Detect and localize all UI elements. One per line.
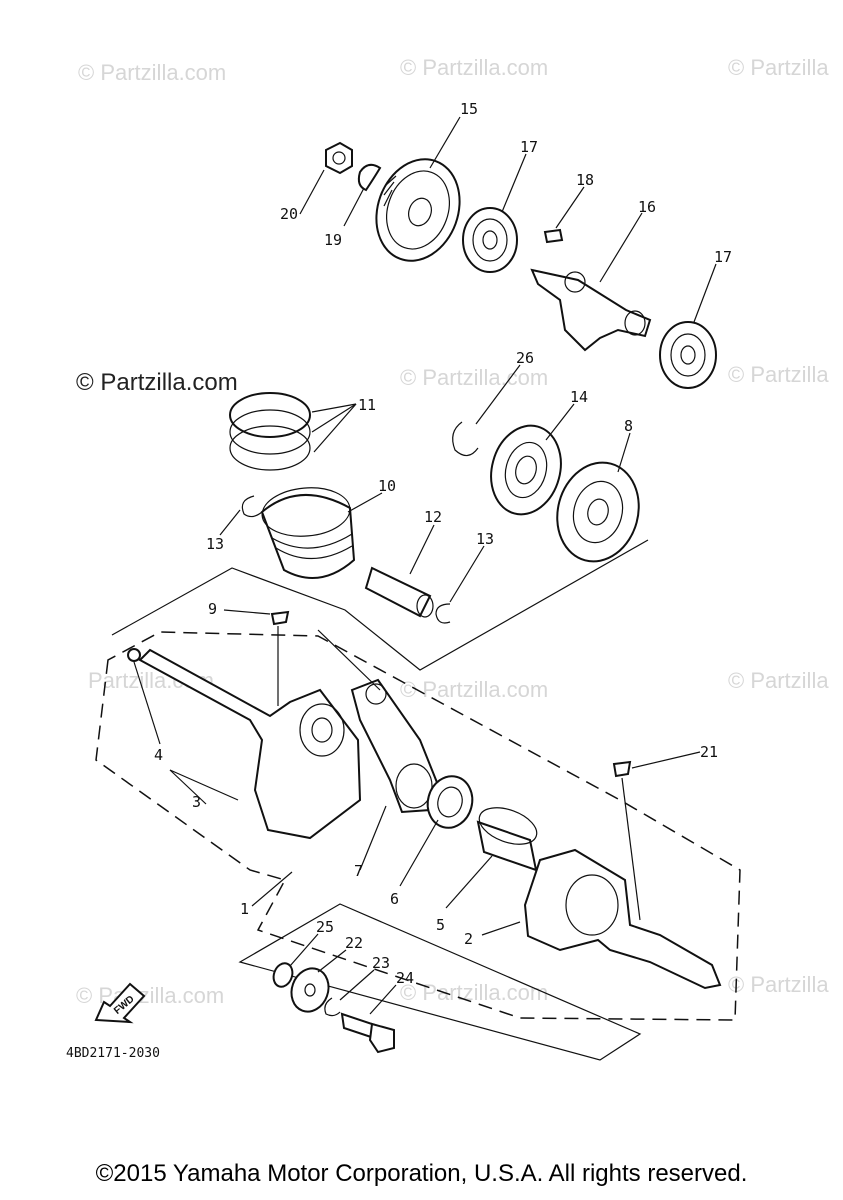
callout-16[interactable]: 16 <box>638 198 656 216</box>
callout-22[interactable]: 22 <box>345 934 363 952</box>
callout-21[interactable]: 21 <box>700 743 718 761</box>
o-ring-25[interactable] <box>270 961 295 990</box>
callout-11[interactable]: 11 <box>358 396 376 414</box>
callout-25[interactable]: 25 <box>316 918 334 936</box>
callout-15[interactable]: 15 <box>460 100 478 118</box>
callout-7[interactable]: 7 <box>354 862 363 880</box>
callout-17[interactable]: 17 <box>520 138 538 156</box>
leader-lines <box>133 116 717 1015</box>
nut-20[interactable] <box>325 141 353 175</box>
circlip-13-left[interactable] <box>241 495 263 518</box>
watermark: © Partzilla <box>728 55 829 80</box>
watermark: © Partzilla.com <box>400 677 548 702</box>
watermark: © Partzilla.com <box>400 980 548 1005</box>
callout-5[interactable]: 5 <box>436 916 445 934</box>
diagram-code: 4BD2171-2030 <box>66 1046 160 1061</box>
callout-20[interactable]: 20 <box>280 205 298 223</box>
crank-left-3[interactable] <box>138 648 362 840</box>
callout-24[interactable]: 24 <box>396 969 414 987</box>
circlip-26[interactable] <box>452 421 479 457</box>
callout-19[interactable]: 19 <box>324 231 342 249</box>
copyright-notice: ©2015 Yamaha Motor Corporation, U.S.A. A… <box>95 1160 748 1187</box>
piston-rings-11[interactable] <box>229 392 311 471</box>
callout-26[interactable]: 26 <box>516 349 534 367</box>
woodruff-key-21[interactable] <box>612 760 632 778</box>
callout-8[interactable]: 8 <box>624 417 633 435</box>
woodruff-key-9[interactable] <box>270 610 290 626</box>
balancer-shaft-16[interactable] <box>530 268 652 352</box>
watermark: © Partzilla.com <box>400 365 548 390</box>
callout-12[interactable]: 12 <box>424 508 442 526</box>
callout-3[interactable]: 3 <box>192 793 201 811</box>
piston-pin-12[interactable] <box>364 566 434 618</box>
watermark: © Partzilla <box>728 362 829 387</box>
balancer-driven-gear-14[interactable] <box>482 418 571 523</box>
assembly-outline <box>111 539 649 671</box>
bearing-17-right[interactable] <box>659 321 717 389</box>
callout-13[interactable]: 13 <box>476 530 494 548</box>
fwd-arrow-icon: FWD <box>94 982 146 1024</box>
crank-right-2[interactable] <box>523 848 722 990</box>
balancer-drive-gear-15[interactable] <box>363 147 474 272</box>
watermark: © Partzilla <box>728 668 829 693</box>
lock-washer-23[interactable] <box>324 997 341 1017</box>
callout-1[interactable]: 1 <box>240 900 249 918</box>
callout-18[interactable]: 18 <box>576 171 594 189</box>
piston-10[interactable] <box>260 484 356 579</box>
callout-17[interactable]: 17 <box>714 248 732 266</box>
watermark: © Partzilla.com <box>76 983 224 1008</box>
watermark: © Partzilla.com <box>400 55 548 80</box>
callout-2[interactable]: 2 <box>464 930 473 948</box>
plate-washer-22[interactable] <box>286 963 335 1017</box>
bolt-24[interactable] <box>340 1012 395 1054</box>
needle-bearing-6[interactable] <box>422 771 478 833</box>
circlip-13-right[interactable] <box>435 603 451 624</box>
callout-6[interactable]: 6 <box>390 890 399 908</box>
callout-23[interactable]: 23 <box>372 954 390 972</box>
bearing-8[interactable] <box>546 453 649 570</box>
bearing-17-left[interactable] <box>462 207 518 273</box>
callout-4[interactable]: 4 <box>154 746 163 764</box>
key-18[interactable] <box>543 228 564 244</box>
callout-10[interactable]: 10 <box>378 477 396 495</box>
washer-group-outline <box>238 903 642 1061</box>
lock-washer-19[interactable] <box>357 163 382 192</box>
callout-14[interactable]: 14 <box>570 388 588 406</box>
watermark: © Partzilla.com <box>76 369 238 396</box>
callout-9[interactable]: 9 <box>208 600 217 618</box>
callout-13[interactable]: 13 <box>206 535 224 553</box>
pin-4[interactable] <box>127 648 141 662</box>
crank-pin-5[interactable] <box>474 801 541 872</box>
watermark: © Partzilla <box>728 972 829 997</box>
watermark: © Partzilla.com <box>78 60 226 85</box>
